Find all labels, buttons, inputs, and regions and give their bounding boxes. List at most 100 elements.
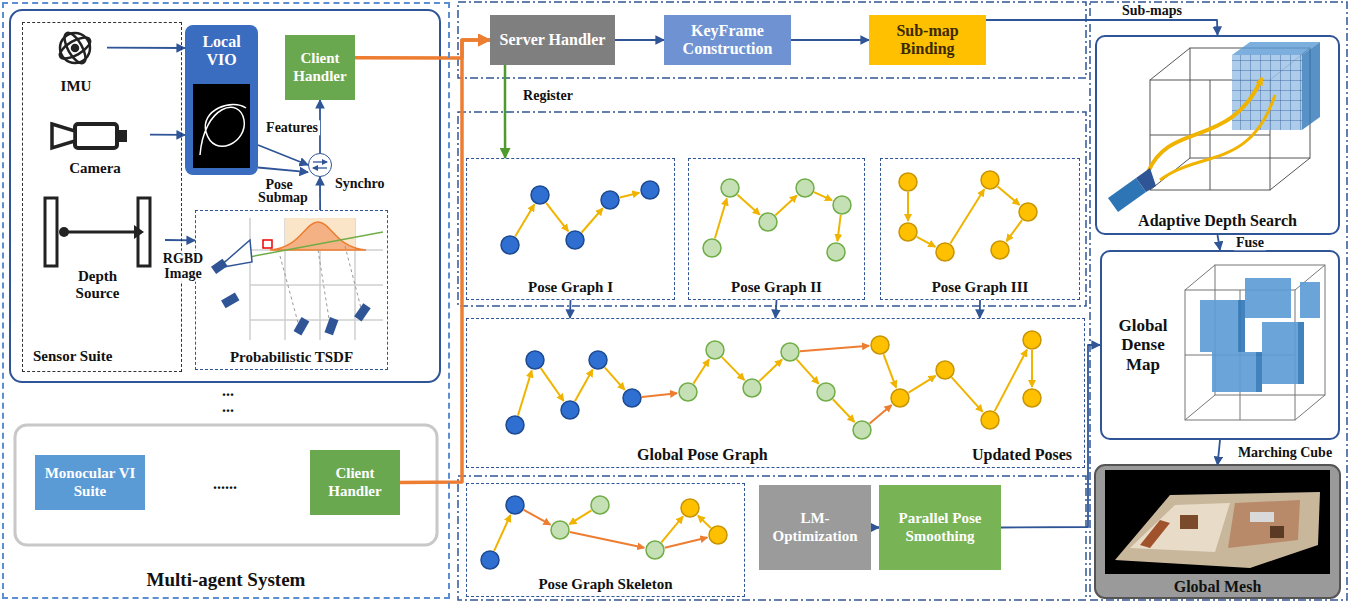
pose-edge [998, 186, 1020, 204]
node-text: Probabilistic TSDF [230, 349, 353, 366]
connector [791, 39, 869, 41]
node-text: Camera [69, 160, 121, 177]
pose-node [601, 191, 619, 209]
subgrid-illustration [1108, 42, 1320, 212]
pose-edge [722, 357, 744, 380]
sensor-item: Depth Source [30, 190, 165, 305]
edge-label: Register [521, 88, 575, 103]
pose-node [481, 551, 499, 569]
trajectory [200, 104, 246, 155]
connector [319, 177, 321, 210]
pose-edge [515, 204, 534, 236]
pose-edge [570, 532, 644, 548]
pose-node [566, 231, 584, 249]
pose-node [936, 361, 954, 379]
pose-node [623, 389, 641, 407]
pose-edge [575, 370, 593, 402]
system-panel: Multi-agent System Sensor Suite IMU CameraD… [2, 2, 450, 599]
pose-edge [759, 360, 782, 382]
ellipsis-label: ... [222, 398, 234, 416]
ellipsis-label: ...... [213, 475, 237, 493]
pose-node [641, 181, 659, 199]
edge-label: Features [264, 120, 320, 135]
pose-node [991, 241, 1009, 259]
node-text: Monocular VI Suite [39, 465, 141, 500]
vio-screen [193, 84, 250, 168]
pose-node [936, 243, 954, 261]
pose-node [721, 179, 739, 197]
connector [355, 40, 490, 58]
sensor-item: Camera [40, 108, 150, 180]
pose-edge [715, 199, 727, 239]
connector [400, 40, 490, 483]
ellipsis-label: ... [222, 382, 234, 400]
connector [1218, 235, 1221, 250]
pose-node [796, 179, 814, 197]
connector [258, 145, 308, 165]
pose-node [817, 383, 835, 401]
edge-label: Marching Cube [1236, 445, 1334, 460]
client-frame [10, 10, 440, 382]
node-text: Server Handler [500, 31, 606, 49]
pose-edge [908, 376, 935, 393]
connector [1218, 440, 1221, 465]
pose-node [526, 351, 544, 369]
process-box: Client Handler [285, 35, 355, 100]
pose-edge [833, 399, 855, 422]
process-box: Client Handler [310, 450, 400, 515]
pose-graph-box: Pose Graph III [880, 158, 1080, 300]
node-text: IMU [61, 78, 92, 95]
process-group: Probabilistic TSDF [195, 210, 388, 370]
pose-node [781, 343, 799, 361]
node-text: LM-Optimization [763, 510, 867, 545]
pose-node [871, 336, 889, 354]
connector [569, 300, 571, 318]
pose-edge [917, 237, 936, 247]
connector [258, 168, 308, 173]
pose-edge [1031, 350, 1033, 387]
node-text: Sub-map Binding [873, 22, 982, 59]
skeleton-box: Pose Graph Skeleton [466, 483, 745, 597]
sensor-group: Sensor Suite IMU CameraDepth Source [22, 22, 182, 372]
pose-node [646, 541, 664, 559]
node-text: Multi-agent System [147, 569, 306, 591]
pose-node [703, 239, 721, 257]
pose-edge [797, 359, 819, 383]
pose-edge [541, 368, 564, 401]
node-text: Pose Graph Skeleton [538, 576, 672, 593]
node-text: Synchro [335, 176, 385, 192]
pose-node [891, 389, 909, 407]
node-text: Updated Poses [972, 446, 1072, 464]
node-text: Depth Source [63, 268, 133, 303]
node-text: Sensor Suite [33, 348, 112, 365]
pose-edge [620, 193, 640, 198]
process-box: LM-Optimization [759, 485, 871, 570]
connector [165, 239, 195, 241]
tsdf-illustration [211, 218, 383, 340]
edge-label: Sub-maps [1120, 3, 1184, 18]
node-text: Local VIO [192, 33, 252, 70]
node-text: Pose Graph III [932, 279, 1029, 296]
imu-icon [57, 30, 93, 66]
process-box: Server Handler [490, 15, 615, 65]
camera-icon [52, 124, 127, 148]
panel-frames [458, 2, 1347, 600]
process-box: Monocular VI Suite [35, 455, 145, 510]
mesh-illustration [1105, 470, 1330, 574]
pose-edge [907, 192, 909, 221]
global-graph-box: Global Pose GraphUpdated Poses [466, 318, 1085, 468]
pose-graph-box: Pose Graph I [466, 158, 675, 300]
pose-node [501, 236, 519, 254]
connector [107, 47, 185, 49]
pose-node [853, 421, 871, 439]
pose-node [1023, 389, 1041, 407]
mesh-box: Global Mesh [1095, 465, 1340, 598]
pose-edge [1007, 220, 1023, 241]
pose-node [506, 496, 524, 514]
pose-node [591, 496, 609, 514]
sensor-item: IMU [45, 26, 107, 98]
process-box: Parallel Pose Smoothing [879, 485, 1001, 570]
pose-node [899, 223, 917, 241]
pose-node [681, 499, 699, 517]
